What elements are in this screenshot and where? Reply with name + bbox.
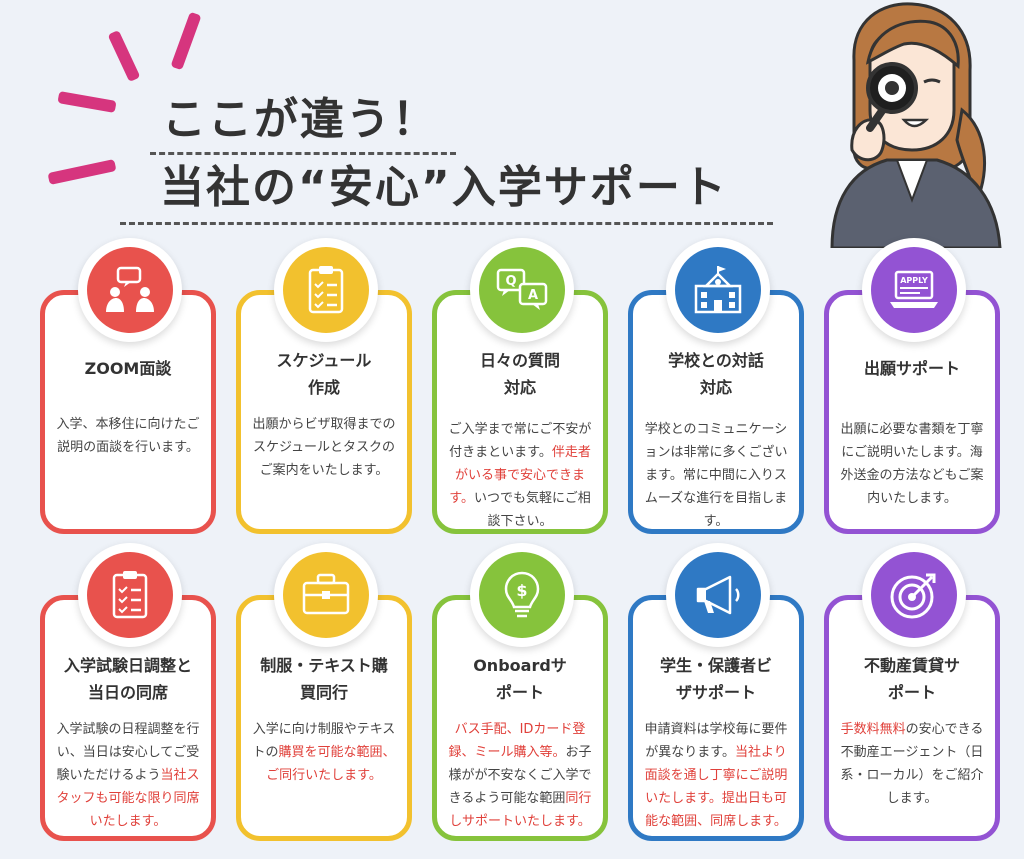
card-body-highlight: 手数料無料 — [840, 722, 906, 737]
service-card-zoom: ZOOM面談 入学、本移住に向けたご説明の面談を行います。 — [40, 290, 216, 534]
card-body-text: お子様がが不安なくご入学できるよう可能な範囲 — [448, 745, 592, 806]
accent-stroke — [107, 29, 141, 83]
card-body-highlight: 当社スタッフも可能な限り同席いたします。 — [56, 768, 200, 829]
card-title: ZOOM面談 — [84, 359, 172, 378]
checklist-icon — [308, 266, 344, 314]
target-icon — [890, 573, 936, 619]
service-card-schedule: スケジュール作成 出願からビザ取得までのスケジュールとタスクのご案内をいたします… — [236, 290, 412, 534]
card-title: 入学試験日調整と当日の同席 — [63, 656, 192, 702]
card-title: 出願サポート — [863, 359, 960, 378]
card-body-text: いつでも気軽にご相談下さい。 — [473, 491, 591, 529]
briefcase-icon — [302, 573, 350, 615]
page-title-line1: ここが違う！ — [150, 94, 456, 155]
accent-stroke — [47, 159, 117, 185]
card-title: 学生・保護者ビザサポート — [659, 656, 772, 702]
card-body: 申請資料は学校毎に要件が異なります。当社より面談を通し丁寧にご説明いたします。提… — [641, 718, 791, 833]
clipboard-icon — [112, 571, 148, 619]
card-body: 出願に必要な書類を丁寧にご説明いたします。海外送金の方法などもご案内いたします。 — [840, 422, 984, 506]
accent-stroke — [57, 91, 117, 113]
card-body-highlight: バス手配、IDカード登録、ミール購入等。 — [448, 722, 586, 760]
icon-badge — [274, 238, 378, 342]
megaphone-icon — [696, 575, 740, 615]
card-body: 学校とのコミュニケーションは非常に多くございます。常に中間に入りスムーズな進行を… — [644, 422, 788, 529]
icon-badge — [78, 543, 182, 647]
card-title: スケジュール作成 — [276, 351, 372, 397]
card-body-highlight: 伴走者がいる事で安心できます。 — [449, 445, 591, 506]
card-body-text: 入学に向け制服やテキストの — [252, 722, 396, 760]
card-title: 学校との対話対応 — [668, 351, 764, 397]
accent-stroke — [170, 11, 202, 71]
icon-badge — [666, 543, 770, 647]
apply-label: APPLY — [900, 276, 928, 285]
card-body-text: の安心できる不動産エージェント（日系・ローカル）をご紹介します。 — [840, 722, 984, 806]
svg-text:$: $ — [516, 581, 527, 600]
icon-badge — [666, 238, 770, 342]
icon-badge: $ — [470, 543, 574, 647]
lightbulb-dollar-icon: $ — [504, 571, 540, 618]
woman-magnifier-illustration — [830, 2, 1002, 248]
card-body: 入学、本移住に向けたご説明の面談を行います。 — [56, 417, 200, 455]
card-body-highlight: 当社より面談を通し丁寧にご説明いたします。提出日も可能な範囲、同席します。 — [644, 745, 788, 829]
apply-laptop-icon: APPLY — [890, 270, 938, 308]
icon-badge: APPLY — [862, 238, 966, 342]
service-card-qa: 日々の質問対応 ご入学まで常にご不安が付きまといます。伴走者がいる事で安心できま… — [432, 290, 608, 534]
card-body: ご入学まで常にご不安が付きまといます。伴走者がいる事で安心できます。いつでも気軽… — [445, 418, 595, 529]
card-title: 制服・テキスト購買同行 — [260, 656, 388, 702]
card-body: 手数料無料の安心できる不動産エージェント（日系・ローカル）をご紹介します。 — [837, 718, 987, 810]
page-title-line2: 当社の“安心”入学サポート — [120, 162, 773, 225]
icon-badge — [862, 543, 966, 647]
card-title: Onboardサポート — [473, 656, 567, 702]
card-body: 出願からビザ取得までのスケジュールとタスクのご案内をいたします。 — [252, 417, 396, 478]
icon-badge: Q A — [470, 238, 574, 342]
card-body: 入学に向け制服やテキストの購買を可能な範囲、ご同行いたします。 — [249, 718, 399, 787]
card-body: 入学試験の日程調整を行い、当日は安心してご受験いただけるよう当社スタッフも可能な… — [53, 718, 203, 833]
card-body: バス手配、IDカード登録、ミール購入等。お子様がが不安なくご入学できるよう可能な… — [445, 718, 595, 833]
icon-badge — [274, 543, 378, 647]
icon-badge — [78, 238, 182, 342]
card-title: 不動産賃貸サポート — [863, 656, 960, 702]
card-body-highlight: 購買を可能な範囲、ご同行いたします。 — [266, 745, 396, 783]
card-body-highlight: 同行しサポートいたします。 — [449, 791, 592, 829]
zoom-meeting-icon — [106, 266, 154, 312]
svg-text:Q: Q — [505, 274, 516, 289]
card-body-text: 申請資料は学校毎に要件が異なります。 — [644, 722, 788, 760]
card-body-text: ご入学まで常にご不安が付きまといます。 — [448, 422, 592, 460]
card-body-text: 入学試験の日程調整を行い、当日は安心してご受験いただけるよう — [56, 722, 200, 783]
qa-bubbles-icon: Q A — [496, 268, 548, 310]
card-title: 日々の質問対応 — [479, 351, 560, 397]
svg-text:A: A — [528, 288, 538, 303]
school-building-icon — [694, 266, 742, 314]
